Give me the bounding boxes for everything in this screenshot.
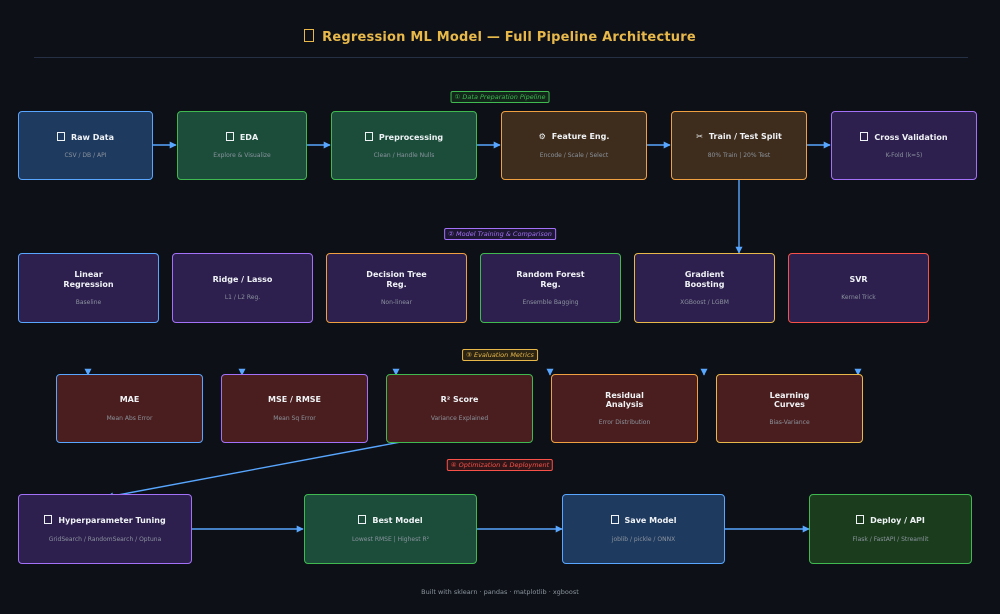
node-subtitle: Error Distribution: [598, 419, 651, 427]
trophy-icon: [358, 515, 367, 525]
stage-label-model-training: ② Model Training & Comparison: [444, 228, 556, 240]
node-mse-rmse: MSE / RMSE Mean Sq Error: [221, 374, 368, 443]
node-title: SVR: [849, 274, 868, 284]
node-decision-tree: Decision Tree Reg. Non-linear: [326, 253, 467, 323]
node-subtitle: Flask / FastAPI / Streamlit: [852, 535, 929, 543]
node-title: Train / Test Split: [708, 132, 782, 142]
node-save-model: Save Model joblib / pickle / ONNX: [562, 494, 725, 564]
node-title: MAE: [119, 395, 140, 405]
node-title: R² Score: [440, 395, 479, 405]
node-random-forest: Random Forest Reg. Ensemble Bagging: [480, 253, 621, 323]
node-subtitle: L1 / L2 Reg.: [224, 294, 261, 302]
node-subtitle: Baseline: [75, 298, 102, 306]
node-title: Deploy / API: [870, 516, 925, 526]
node-best-model: Best Model Lowest RMSE | Highest R²: [304, 494, 477, 564]
node-subtitle: 80% Train | 20% Test: [707, 151, 771, 159]
node-raw-data: Raw Data CSV / DB / API: [18, 111, 153, 180]
node-preprocessing: Preprocessing Clean / Handle Nulls: [331, 111, 477, 180]
node-subtitle: Bias-Variance: [769, 419, 810, 427]
save-icon: [610, 515, 619, 525]
node-subtitle: Ensemble Bagging: [522, 298, 579, 306]
node-title: Raw Data: [71, 132, 114, 142]
node-feature-eng: ⚙ Feature Eng. Encode / Scale / Select: [501, 111, 647, 180]
node-train-test-split: ✂ Train / Test Split 80% Train | 20% Test: [671, 111, 807, 180]
node-r2-score: R² Score Variance Explained: [386, 374, 533, 443]
wrench-icon: [44, 515, 53, 525]
node-title: MSE / RMSE: [267, 395, 322, 405]
node-title: Ridge / Lasso: [212, 274, 273, 284]
stage-label-evaluation: ③ Evaluation Metrics: [462, 349, 538, 361]
node-title: Feature Eng.: [551, 132, 610, 142]
diagram-title: Regression ML Model — Full Pipeline Arch…: [0, 29, 1000, 45]
gear-icon: ⚙: [538, 132, 546, 142]
node-subtitle: XGBoost / LGBM: [680, 298, 729, 306]
file-icon: [57, 131, 65, 141]
chart-icon: [304, 29, 315, 42]
node-title: Residual Analysis: [605, 390, 644, 409]
repeat-icon: [860, 131, 869, 141]
node-title: Linear Regression: [63, 270, 114, 289]
node-subtitle: Clean / Handle Nulls: [373, 152, 435, 160]
node-subtitle: Non-linear: [380, 298, 413, 306]
node-subtitle: K-Fold (k=5): [885, 152, 923, 160]
node-subtitle: Variance Explained: [430, 414, 489, 422]
node-title: Random Forest Reg.: [516, 270, 585, 289]
node-title: Best Model: [372, 516, 423, 526]
node-cross-validation: Cross Validation K-Fold (k=5): [831, 111, 977, 180]
node-subtitle: Kernel Trick: [841, 294, 876, 302]
node-hyperparameter-tuning: Hyperparameter Tuning GridSearch / Rando…: [18, 494, 192, 564]
node-title: Hyperparameter Tuning: [58, 516, 166, 526]
broom-icon: [364, 131, 373, 141]
node-title: Gradient Boosting: [684, 270, 725, 289]
node-gradient-boosting: Gradient Boosting XGBoost / LGBM: [634, 253, 775, 323]
node-eda: EDA Explore & Visualize: [177, 111, 307, 180]
node-linear-regression: Linear Regression Baseline: [18, 253, 159, 323]
node-subtitle: Encode / Scale / Select: [539, 151, 609, 159]
node-subtitle: joblib / pickle / ONNX: [611, 535, 676, 543]
title-divider: [34, 57, 968, 58]
node-title: Save Model: [624, 516, 677, 526]
chart-icon: [225, 131, 234, 141]
node-mae: MAE Mean Abs Error: [56, 374, 203, 443]
node-title: EDA: [239, 132, 259, 142]
node-ridge-lasso: Ridge / Lasso L1 / L2 Reg.: [172, 253, 313, 323]
rocket-icon: [856, 515, 865, 525]
node-title: Learning Curves: [769, 390, 810, 409]
node-deploy-api: Deploy / API Flask / FastAPI / Streamlit: [809, 494, 972, 564]
stage-label-data-prep: ① Data Preparation Pipeline: [450, 91, 550, 103]
node-subtitle: Lowest RMSE | Highest R²: [351, 535, 430, 543]
node-title: Cross Validation: [874, 132, 948, 142]
scissors-icon: ✂: [696, 132, 703, 142]
stage-label-optimization: ④ Optimization & Deployment: [446, 459, 554, 471]
node-residual-analysis: Residual Analysis Error Distribution: [551, 374, 698, 443]
node-subtitle: Mean Sq Error: [273, 414, 316, 422]
node-learning-curves: Learning Curves Bias-Variance: [716, 374, 863, 443]
footer-credits: Built with sklearn · pandas · matplotlib…: [421, 588, 579, 596]
node-title: Preprocessing: [378, 132, 444, 142]
node-title: Decision Tree Reg.: [366, 270, 427, 289]
node-svr: SVR Kernel Trick: [788, 253, 929, 323]
arrow-r2-to-tuning: [106, 437, 423, 500]
node-subtitle: Mean Abs Error: [106, 414, 153, 422]
node-subtitle: GridSearch / RandomSearch / Optuna: [48, 535, 162, 543]
node-subtitle: CSV / DB / API: [64, 152, 107, 160]
node-subtitle: Explore & Visualize: [213, 152, 271, 160]
diagram-title-text: Regression ML Model — Full Pipeline Arch…: [322, 30, 696, 45]
